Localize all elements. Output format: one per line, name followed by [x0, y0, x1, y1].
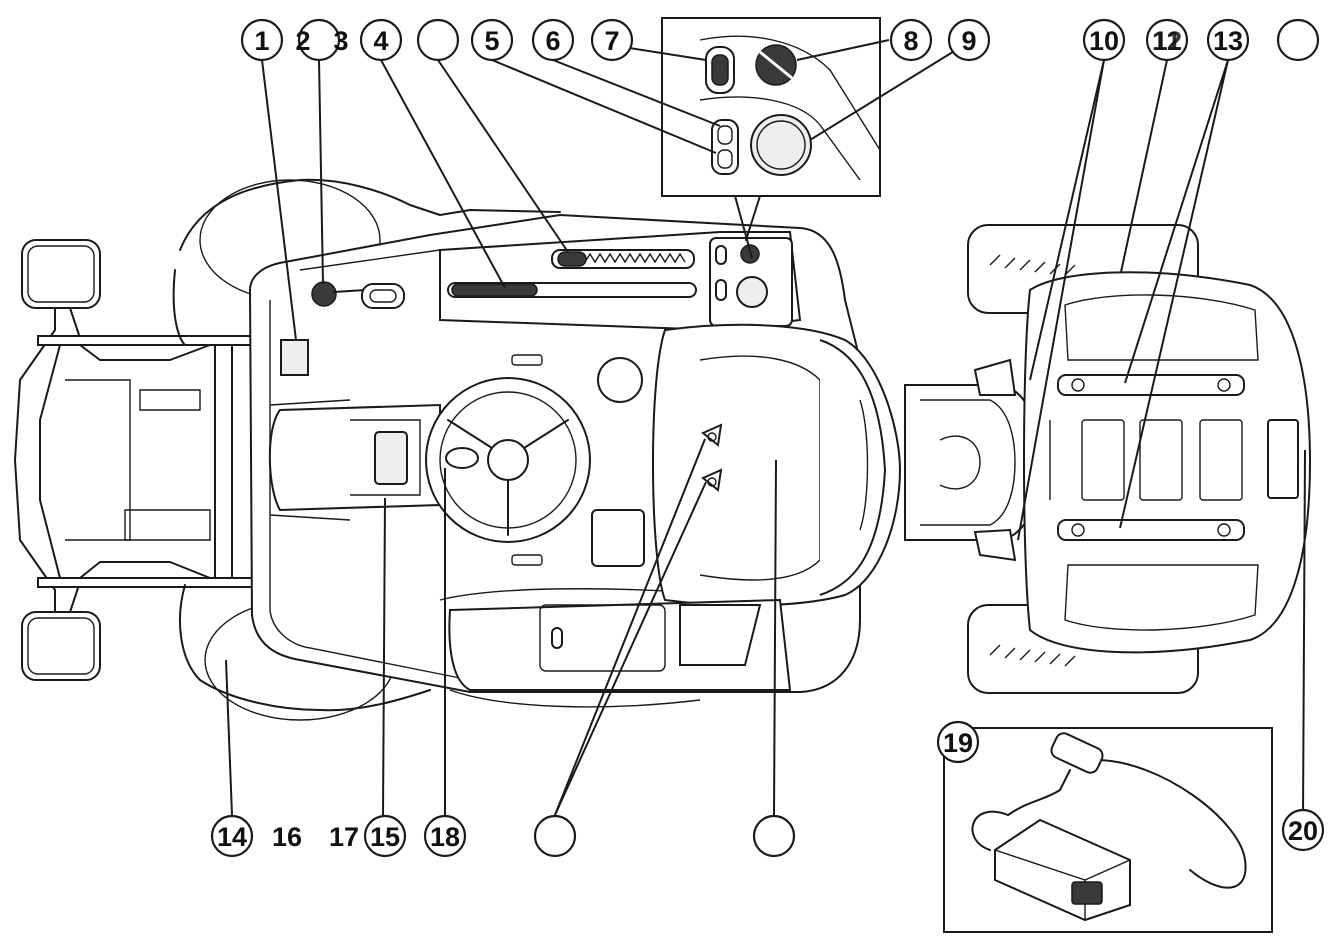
- switch-panel: [709, 237, 793, 327]
- callout-5: 5: [470, 18, 514, 62]
- front-wheel-top: [21, 239, 101, 309]
- front-wheel-bottom: [21, 611, 101, 681]
- leader-lines: [225, 39, 1306, 817]
- svg-text:15: 15: [370, 822, 400, 852]
- svg-text:13: 13: [1213, 26, 1243, 56]
- svg-text:19: 19: [943, 728, 973, 758]
- callout-7: 7: [590, 18, 634, 62]
- svg-text:20: 20: [1288, 816, 1318, 846]
- grass-collector: [1023, 271, 1312, 654]
- callout-19: 19: [936, 720, 980, 764]
- callout-2: 2: [295, 18, 341, 62]
- svg-text:4: 4: [373, 26, 388, 56]
- floor-details: [439, 354, 781, 601]
- label-3: 3: [333, 26, 348, 56]
- svg-text:9: 9: [961, 26, 976, 56]
- callout-blank-a: [416, 18, 460, 62]
- callout-18: 18: [423, 814, 467, 858]
- rear-frame: [904, 358, 1042, 562]
- svg-text:11: 11: [1153, 26, 1182, 56]
- svg-text:8: 8: [903, 26, 918, 56]
- callout-9: 9: [947, 18, 991, 62]
- label-16: 16: [272, 822, 302, 852]
- bonnet: [268, 399, 441, 521]
- choke-lever: [311, 281, 405, 309]
- callout-blank-c: [533, 814, 577, 858]
- callout-blank-b: [1276, 18, 1320, 62]
- callout-20: 20: [1281, 808, 1325, 852]
- svg-text:18: 18: [430, 822, 460, 852]
- cutting-deck: [172, 178, 701, 721]
- label-17: 17: [329, 822, 359, 852]
- svg-text:6: 6: [545, 26, 560, 56]
- side-compartment: [448, 598, 792, 691]
- callout-11-12: 11 12: [1145, 18, 1189, 62]
- svg-text:2: 2: [295, 26, 310, 56]
- callout-1: 1: [240, 18, 284, 62]
- svg-text:7: 7: [604, 26, 619, 56]
- callout-15: 15: [363, 814, 407, 858]
- callout-14: 14: [210, 814, 254, 858]
- callout-blank-d: [752, 814, 796, 858]
- front-axle-frame: [14, 307, 261, 613]
- callout-8: 8: [889, 18, 933, 62]
- callout-10: 10: [1082, 18, 1126, 62]
- svg-text:5: 5: [484, 26, 499, 56]
- svg-text:10: 10: [1089, 26, 1119, 56]
- label-12: 12: [1152, 26, 1182, 56]
- svg-text:14: 14: [217, 822, 247, 852]
- control-panel-inset: [661, 17, 881, 259]
- svg-text:1: 1: [254, 26, 269, 56]
- steering-wheel: [425, 377, 591, 543]
- charger-inset: [943, 727, 1273, 933]
- callout-4: 4: [359, 18, 403, 62]
- fuel-cap-block: [280, 339, 309, 376]
- callout-6: 6: [531, 18, 575, 62]
- callout-13: 13: [1206, 18, 1250, 62]
